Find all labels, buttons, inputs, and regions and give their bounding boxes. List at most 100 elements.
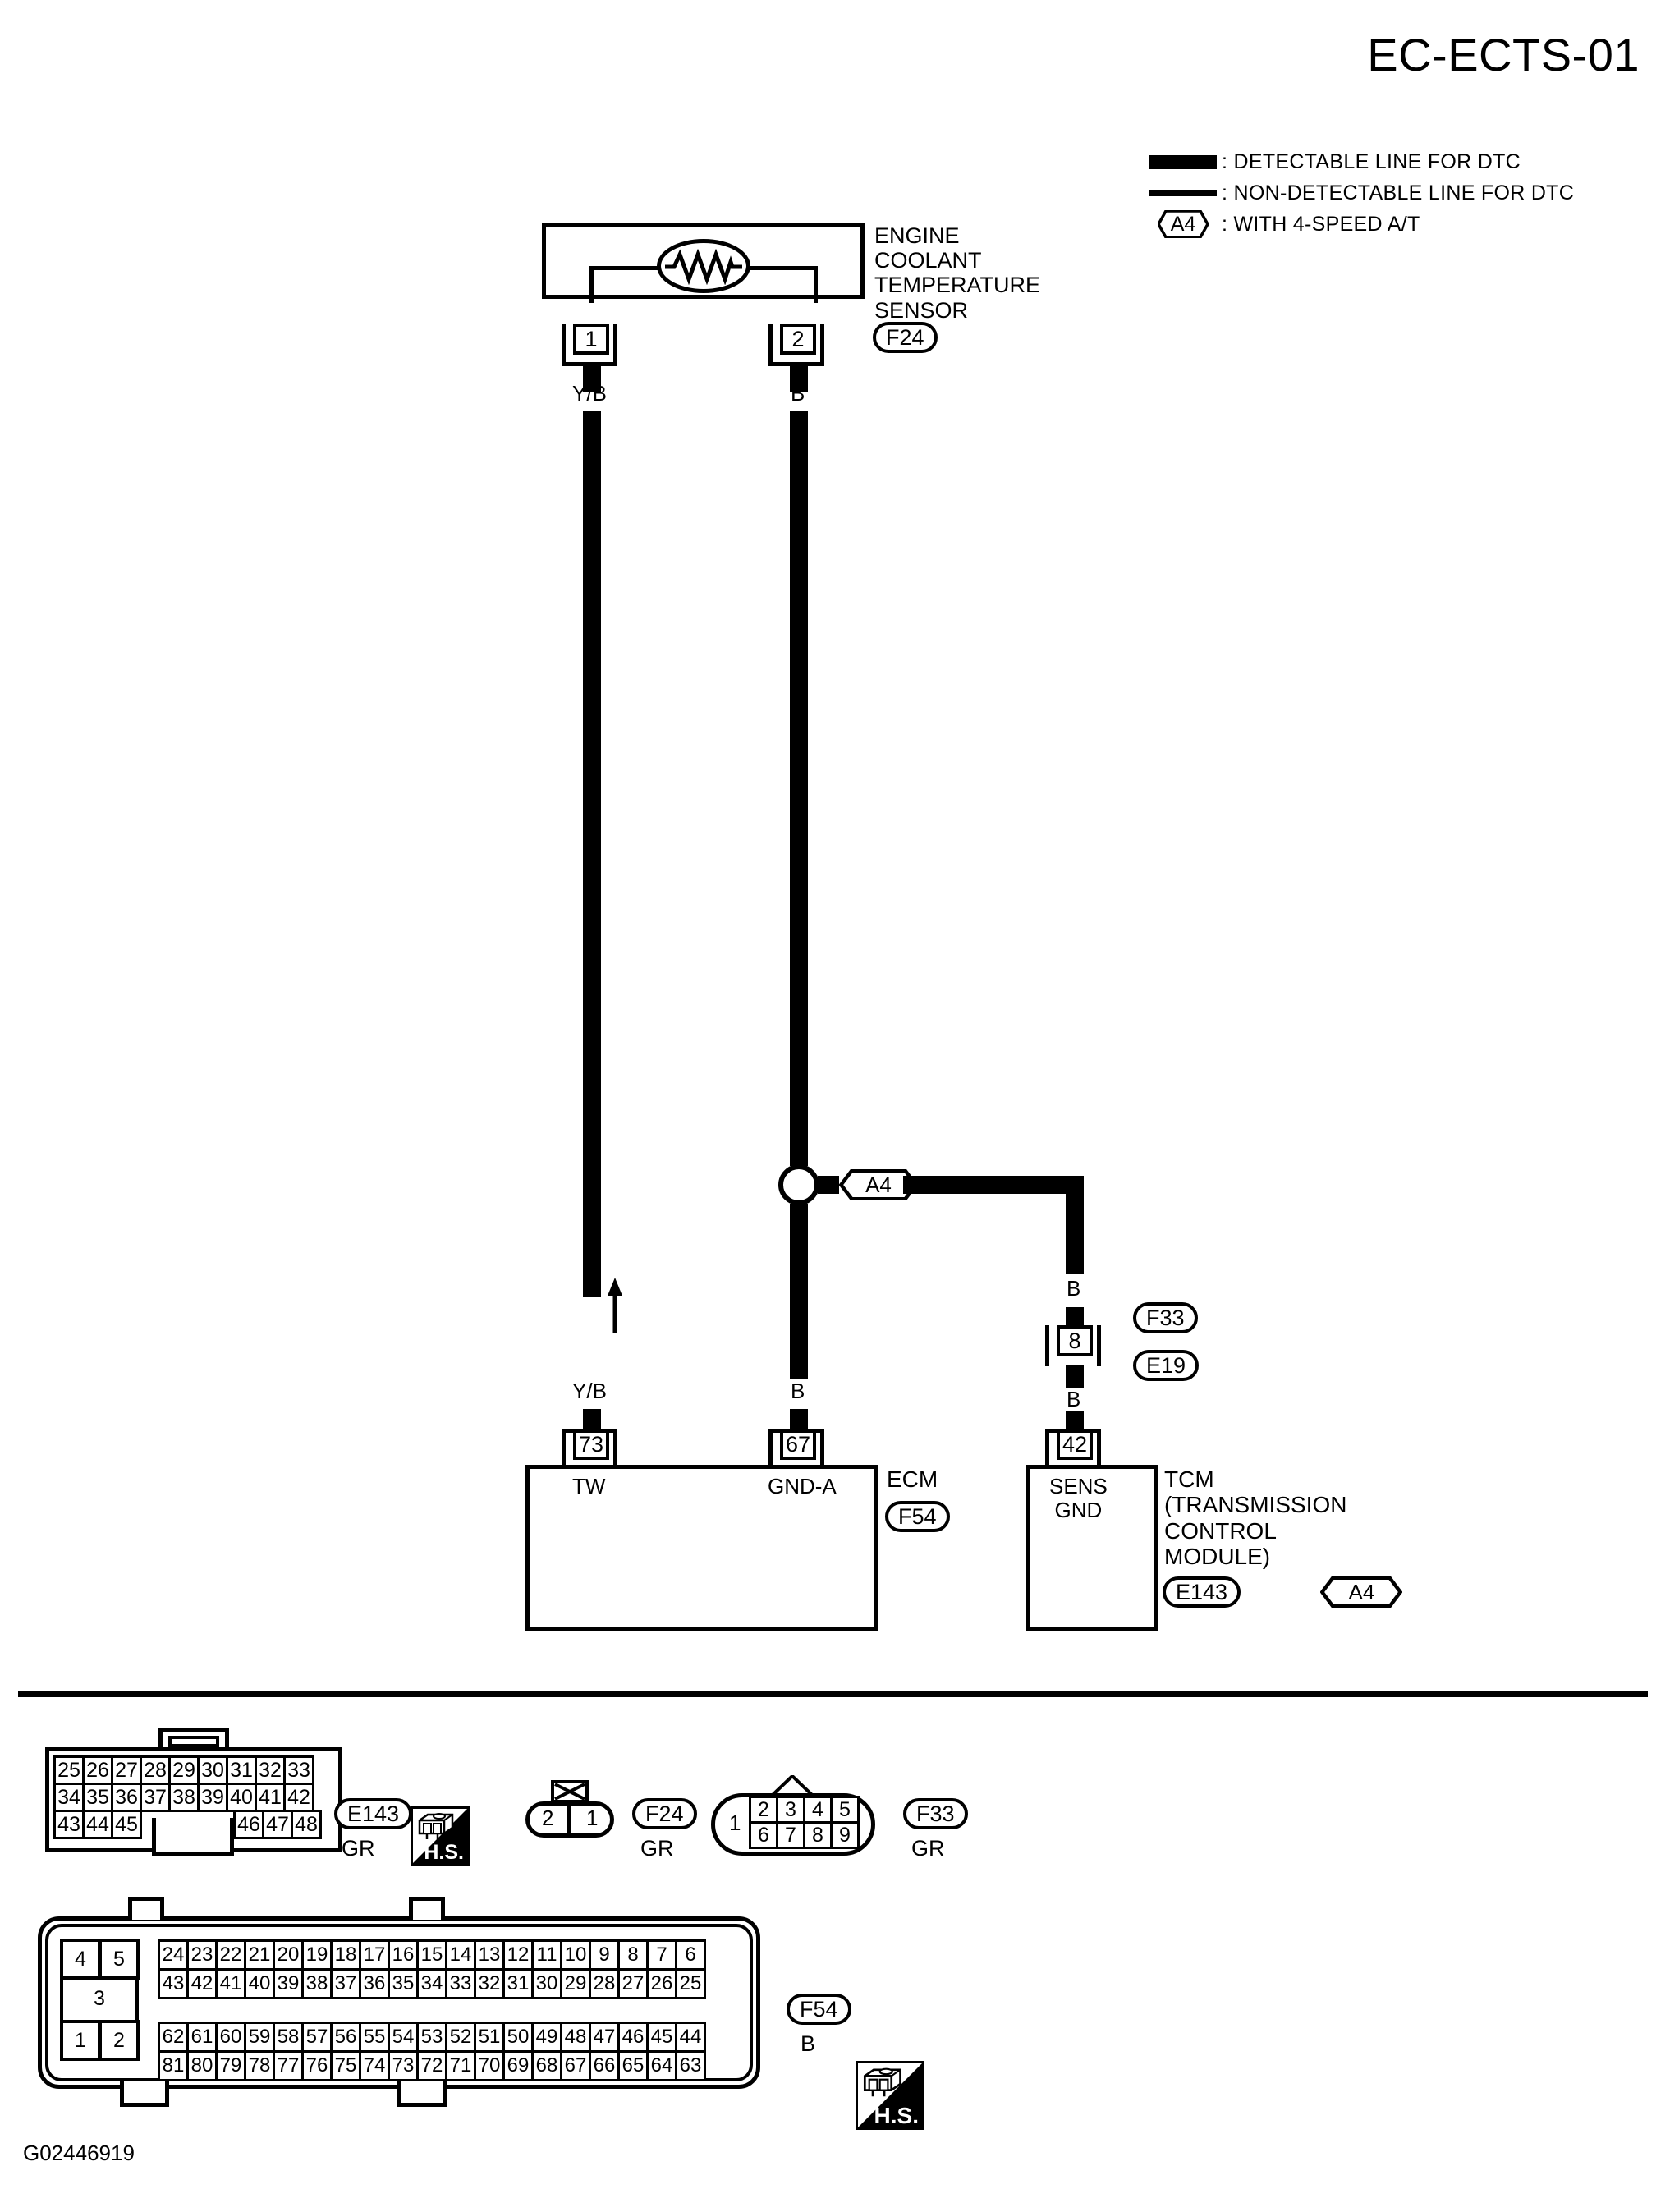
e143-pin-cell: 37	[140, 1783, 171, 1812]
thick-line-swatch-icon	[1149, 154, 1217, 169]
f54-pin-cell: 45	[646, 2022, 677, 2053]
ecm-pin-67-number: 67	[780, 1429, 816, 1460]
thin-line-swatch-icon	[1149, 190, 1217, 196]
f54-pin-cell: 11	[531, 1939, 562, 1971]
f54-pin-cell: 40	[244, 1968, 275, 1999]
ecm-signal-tw-label: TW	[572, 1474, 606, 1498]
f54-pin-cell: 63	[675, 2050, 706, 2081]
f54-pin-cell: 9	[589, 1939, 620, 1971]
e143-view-tag: E143	[334, 1798, 413, 1829]
f54-pin-cell: 46	[617, 2022, 649, 2053]
e143-pin-cell: 36	[111, 1783, 142, 1812]
f54-pin-cell: 39	[273, 1968, 304, 1999]
f54-pin-cell: 5	[99, 1939, 140, 1980]
f54-pin-cell: 2	[99, 2020, 140, 2061]
f54-pin-cell: 68	[531, 2050, 562, 2081]
f54-pin-cell: 57	[301, 2022, 333, 2053]
f54-pin-cell: 28	[589, 1968, 620, 1999]
f33-pin-cell: 2	[749, 1796, 778, 1824]
f24-lock-x-icon	[554, 1783, 585, 1801]
e143-pin-cell: 31	[226, 1755, 257, 1785]
f54-pin-cell: 32	[474, 1968, 505, 1999]
sensor-name-label: ENGINE COOLANT TEMPERATURE SENSOR	[874, 223, 1041, 323]
e143-view-tag-label: E143	[334, 1798, 413, 1829]
f54-pin-cell: 81	[158, 2050, 189, 2081]
f54-pin-cell: 64	[646, 2050, 677, 2081]
f54-pin-cell: 7	[646, 1939, 677, 1971]
inline-connector-tag-f33-label: F33	[1133, 1302, 1198, 1333]
f54-pin-cell: 54	[388, 2022, 419, 2053]
e143-pin-cell: 29	[168, 1755, 200, 1785]
f54-pin-cell: 70	[474, 2050, 505, 2081]
f54-pin-cell: 51	[474, 2022, 505, 2053]
connector-icon	[863, 2067, 901, 2097]
f54-pin-cell: 43	[158, 1968, 189, 1999]
e143-pin-cell: 42	[283, 1783, 314, 1812]
f33-view-tag-label: F33	[903, 1798, 968, 1829]
wire-a4-branch-vertical	[1066, 1176, 1084, 1274]
f54-pin-cell: 19	[301, 1939, 333, 1971]
f54-pin-cell: 6	[675, 1939, 706, 1971]
f54-pin-cell: 30	[531, 1968, 562, 1999]
sensor-pin-2: 2	[768, 324, 824, 366]
tcm-connector-label: E143	[1163, 1576, 1241, 1608]
e143-pin-cell: 45	[111, 1810, 142, 1839]
f54-pin-cell: 15	[416, 1939, 447, 1971]
legend-hex-tag-label: A4	[1170, 212, 1196, 236]
f54-hs-badge: H.S.	[856, 2061, 924, 2130]
e143-pin-cell: 25	[53, 1755, 85, 1785]
f54-pin-cell: 10	[560, 1939, 591, 1971]
ecm-pin-73-number: 73	[573, 1429, 609, 1460]
inline-wire-color-above: B	[1067, 1276, 1081, 1301]
f33-pin-row: 6 7 8 9	[749, 1821, 860, 1849]
f54-pin-cell: 25	[675, 1968, 706, 1999]
sensor-pin-2-stub-wire	[790, 366, 808, 392]
connector-icon	[418, 1813, 454, 1839]
f54-pin-cell: 65	[617, 2050, 649, 2081]
section-divider	[18, 1691, 1648, 1697]
f33-pin-cell: 3	[776, 1796, 805, 1824]
f54-pin-cell: 67	[560, 2050, 591, 2081]
ecm-connector-tag: F54	[885, 1501, 950, 1532]
sensor-pin-1-wire-color: Y/B	[572, 381, 607, 406]
f54-pin-cell: 66	[589, 2050, 620, 2081]
f54-pin-cell: 24	[158, 1939, 189, 1971]
f54-pin-cell: 61	[186, 2022, 218, 2053]
inline-connector-tag-e19: E19	[1133, 1350, 1200, 1381]
e143-bottom-notch	[152, 1818, 234, 1856]
tcm-option-tag-a4-icon: A4	[1320, 1576, 1403, 1608]
f54-pin-cell: 3	[94, 1986, 105, 2010]
ecm-pin-67: 67	[768, 1429, 824, 1470]
f54-pin-cell: 50	[502, 2022, 534, 2053]
f54-pin-cell: 48	[560, 2022, 591, 2053]
f54-pin-cell: 72	[416, 2050, 447, 2081]
e143-pin-grid: 25 26 27 28 29 30 31 32 33 34 35 36 37 3…	[53, 1755, 322, 1839]
f54-pin-cell: 13	[474, 1939, 505, 1971]
f54-pin-cell: 52	[445, 2022, 476, 2053]
f24-pin-cell: 2	[542, 1806, 554, 1830]
e143-wire-color-label: GR	[342, 1836, 375, 1861]
tcm-signal-label: SENS GND	[1049, 1474, 1108, 1523]
f54-pin-cell: 36	[359, 1968, 390, 1999]
f54-pin-cell: 41	[215, 1968, 246, 1999]
e143-pin-cell: 46	[233, 1810, 264, 1839]
f33-pin-cell: 4	[803, 1796, 833, 1824]
f33-pin-cell: 8	[803, 1821, 833, 1849]
f33-pin-cell: 5	[830, 1796, 860, 1824]
e143-pin-cell: 47	[262, 1810, 293, 1839]
sensor-pin-2-wire-color: B	[791, 381, 805, 406]
f54-top-tab-left	[128, 1897, 164, 1920]
f54-pin-cell: 42	[186, 1968, 218, 1999]
f54-left-row-top: 4 5	[60, 1939, 142, 1980]
f54-pin-cell: 31	[502, 1968, 534, 1999]
f54-pin-cell: 78	[244, 2050, 275, 2081]
f54-pin-cell: 20	[273, 1939, 304, 1971]
f54-pin-cell: 77	[273, 2050, 304, 2081]
e143-pin-cell: 27	[111, 1755, 142, 1785]
f33-pin-row: 2 3 4 5	[749, 1796, 860, 1824]
f54-pin-cell: 33	[445, 1968, 476, 1999]
